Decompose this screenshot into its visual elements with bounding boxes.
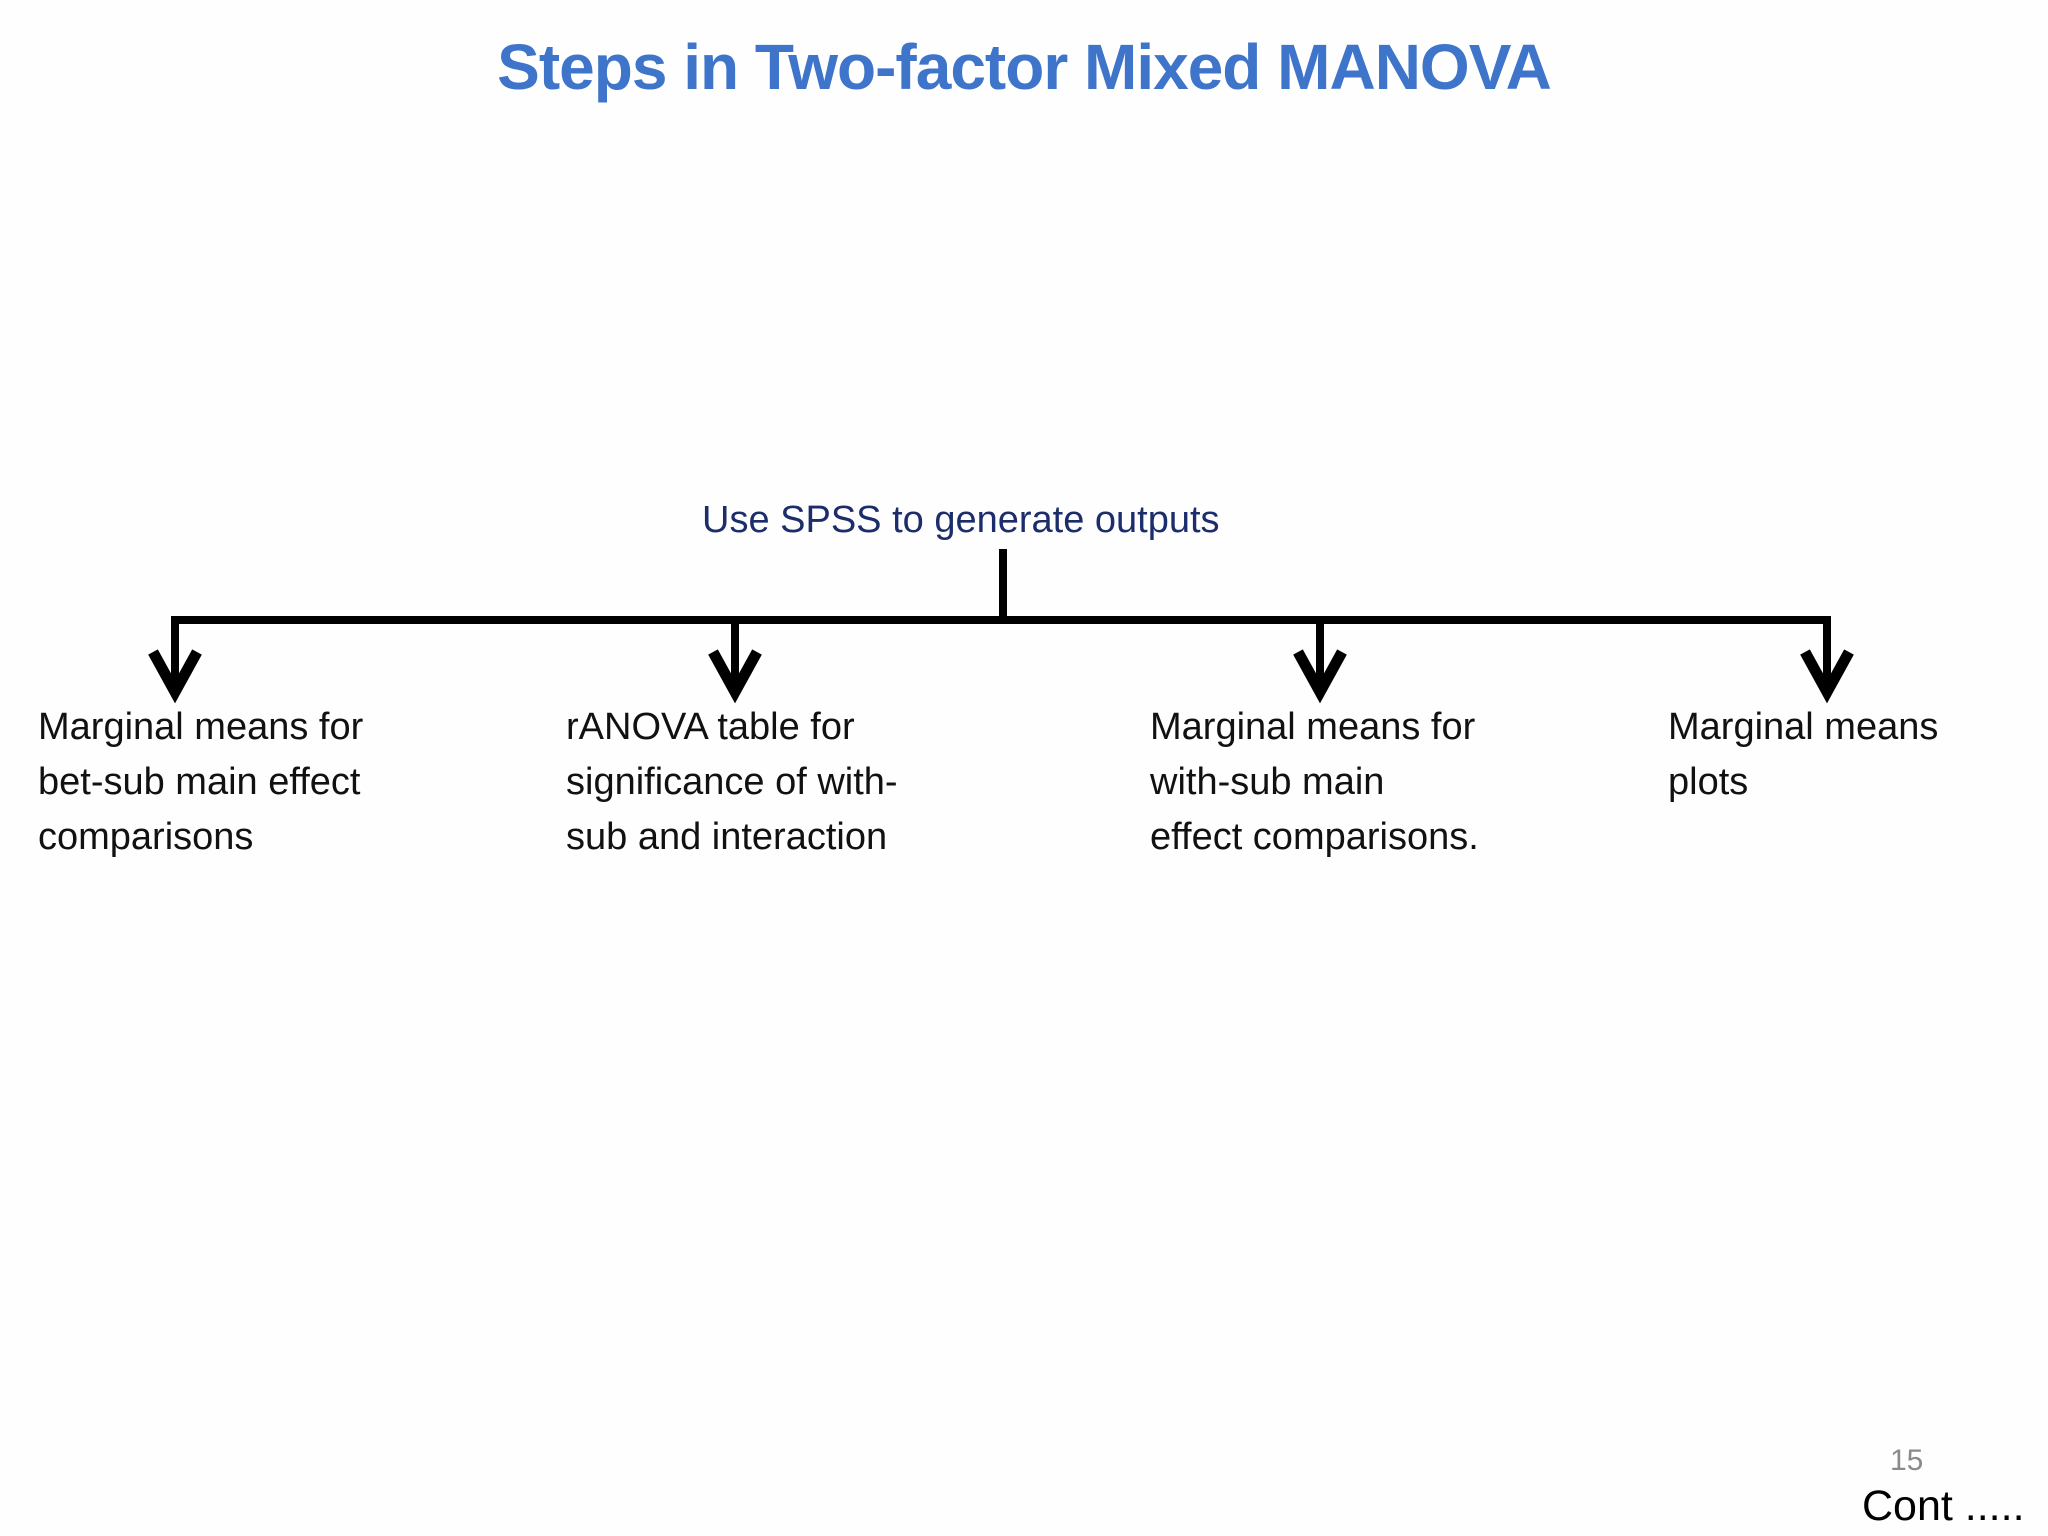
- slide-title: Steps in Two-factor Mixed MANOVA: [497, 31, 1552, 103]
- branch-label-marginal-means-plots: Marginal means plots: [1668, 706, 1939, 803]
- branch-label-ranova-table: rANOVA table for significance of with- s…: [566, 706, 898, 858]
- arrow-down-icon: [1800, 620, 1854, 704]
- diagram-root-label: Use SPSS to generate outputs: [702, 499, 1220, 541]
- arrow-down-icon: [148, 620, 202, 704]
- branch-label-with-sub-marginal-means: Marginal means for with-sub main effect …: [1150, 706, 1479, 858]
- branch-label-bet-sub-marginal-means: Marginal means for bet-sub main effect c…: [38, 706, 364, 858]
- arrow-down-icon: [708, 620, 762, 704]
- continuation-label: Cont .....: [1862, 1482, 2025, 1530]
- page-number: 15: [1890, 1444, 1924, 1477]
- arrow-down-icon: [1293, 620, 1347, 704]
